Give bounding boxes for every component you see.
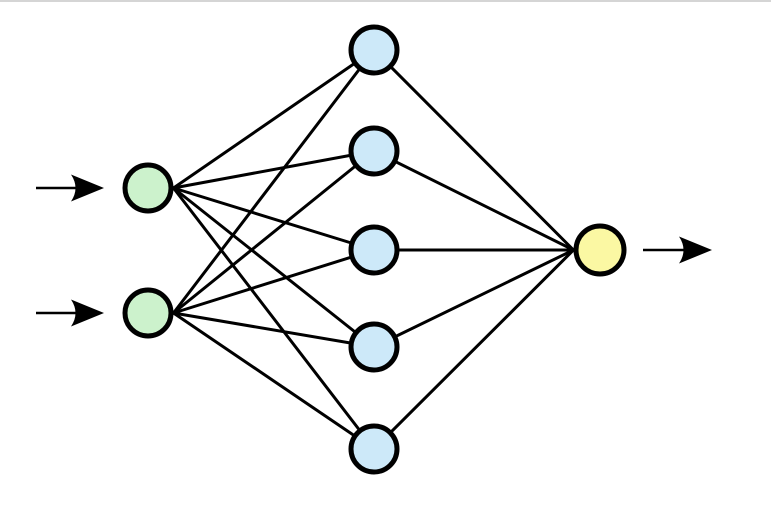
- output-arrow-icon: [643, 236, 712, 264]
- hidden-node-4: [348, 321, 400, 373]
- input-node-2: [122, 287, 174, 339]
- output-arrow-icon-head: [679, 236, 712, 264]
- input-node-1: [122, 162, 174, 214]
- edge-i1-h2: [172, 149, 376, 190]
- input-arrow-1-icon: [36, 174, 104, 202]
- hidden-node-2: [348, 125, 400, 177]
- input-arrow-2-icon-head: [71, 299, 104, 327]
- edge-h4-o1: [372, 248, 575, 349]
- edge-i2-h3: [172, 248, 376, 315]
- top-divider: [0, 0, 771, 2]
- edge-h2-o1: [372, 149, 575, 252]
- input-arrow-2-icon: [36, 299, 104, 327]
- edge-h5-o1: [372, 248, 575, 451]
- edge-i1-h3: [172, 186, 376, 252]
- hidden-node-5: [348, 423, 400, 475]
- edge-i2-h1: [172, 48, 376, 315]
- edge-i2-h5: [172, 311, 376, 451]
- input-arrow-1-icon-head: [71, 174, 104, 202]
- hidden-node-3: [348, 224, 400, 276]
- edge-i1-h1: [172, 48, 376, 190]
- edge-i2-h4: [172, 311, 376, 349]
- edge-i2-h2: [172, 149, 376, 315]
- edge-i1-h4: [172, 186, 376, 349]
- edge-h1-o1: [372, 48, 575, 252]
- hidden-node-1: [348, 24, 400, 76]
- edge-i1-h5: [172, 186, 376, 451]
- output-node: [573, 223, 627, 277]
